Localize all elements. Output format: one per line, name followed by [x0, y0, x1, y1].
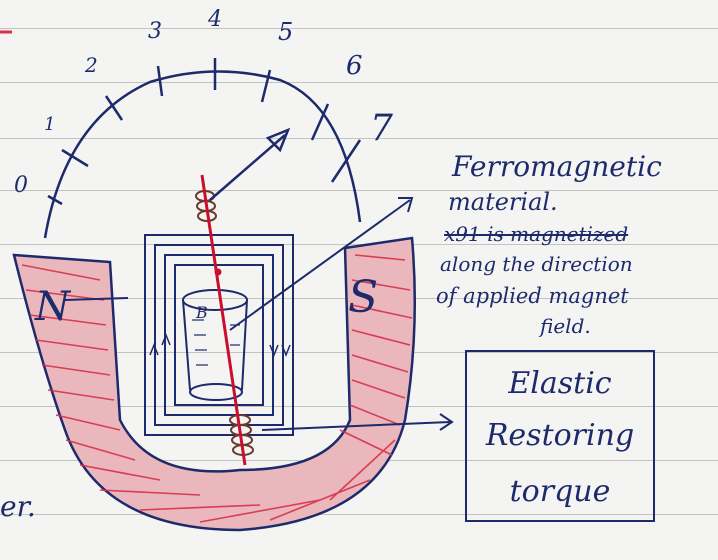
scale-tick-6: 6 [346, 51, 363, 81]
scale-tick-3: 3 [148, 19, 162, 44]
torque-box-line-2: Restoring [467, 418, 653, 453]
margin-text: er. [0, 490, 36, 523]
annotation-line-3: x91 is magnetized [444, 222, 628, 246]
torque-box-line-3: torque [467, 474, 653, 509]
scale-tick-7: 7 [370, 108, 393, 149]
scale-tick-1: 1 [44, 114, 55, 135]
scale-tick-5: 5 [278, 18, 293, 46]
torque-box-line-1: Elastic [467, 366, 653, 401]
scale-arc [45, 71, 360, 238]
pointer-axis [202, 175, 245, 465]
south-pole-label: S [348, 272, 378, 323]
coil-frame [145, 235, 293, 435]
axis-dot [215, 269, 222, 276]
annotation-line-5: of applied magnet [436, 284, 629, 308]
annotation-line-2: material. [448, 188, 558, 216]
soft-iron-core [183, 290, 247, 400]
current-arrows [150, 335, 290, 355]
scale-tick-0: 0 [14, 173, 28, 198]
annotation-line-4: along the direction [440, 252, 633, 276]
north-pole-label: N [34, 284, 72, 330]
annotation-line-1: Ferromagnetic [452, 150, 662, 183]
core-label: B [195, 303, 208, 322]
scale-tick-2: 2 [84, 53, 98, 77]
scale-tick-4: 4 [207, 7, 222, 32]
annotation-line-6: field. [540, 314, 591, 338]
torque-box: Elastic Restoring torque [465, 350, 655, 522]
